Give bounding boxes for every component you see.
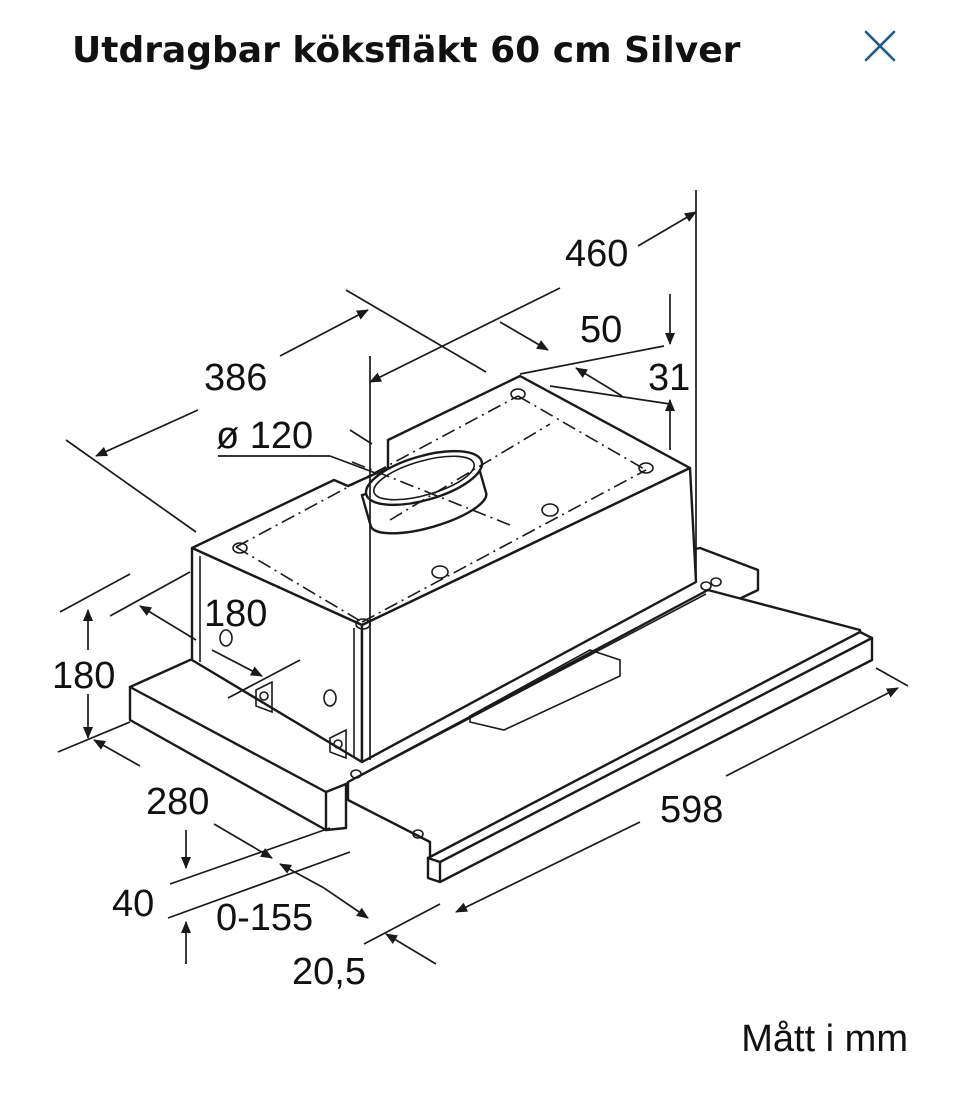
page-title: Utdragbar köksfläkt 60 cm Silver [72, 30, 741, 71]
close-button[interactable] [852, 18, 908, 74]
dim-label-20-5: 20,5 [292, 951, 366, 993]
side-bracket [255, 680, 273, 714]
hood-outline [128, 374, 874, 884]
dim-label-40: 40 [112, 883, 154, 925]
dim-label-280: 280 [146, 781, 209, 823]
pull-out-drawer [346, 577, 874, 884]
close-icon [864, 30, 896, 62]
dimension-lines [57, 190, 909, 965]
dim-label-460: 460 [565, 233, 628, 275]
housing-front [360, 466, 698, 764]
duct-collar [360, 449, 488, 535]
dim-label-duct-diameter: ø 120 [216, 415, 313, 457]
dim-label-inner-180: 180 [204, 593, 267, 635]
dim-label-50: 50 [580, 309, 622, 351]
dim-label-31: 31 [648, 357, 690, 399]
dim-label-598: 598 [660, 789, 723, 831]
dim-label-386: 386 [204, 357, 267, 399]
dim-label-outer-180: 180 [52, 655, 115, 697]
dim-label-0-155: 0-155 [216, 897, 313, 939]
units-note: Mått i mm [741, 1018, 908, 1060]
drawer-handle [469, 649, 621, 731]
